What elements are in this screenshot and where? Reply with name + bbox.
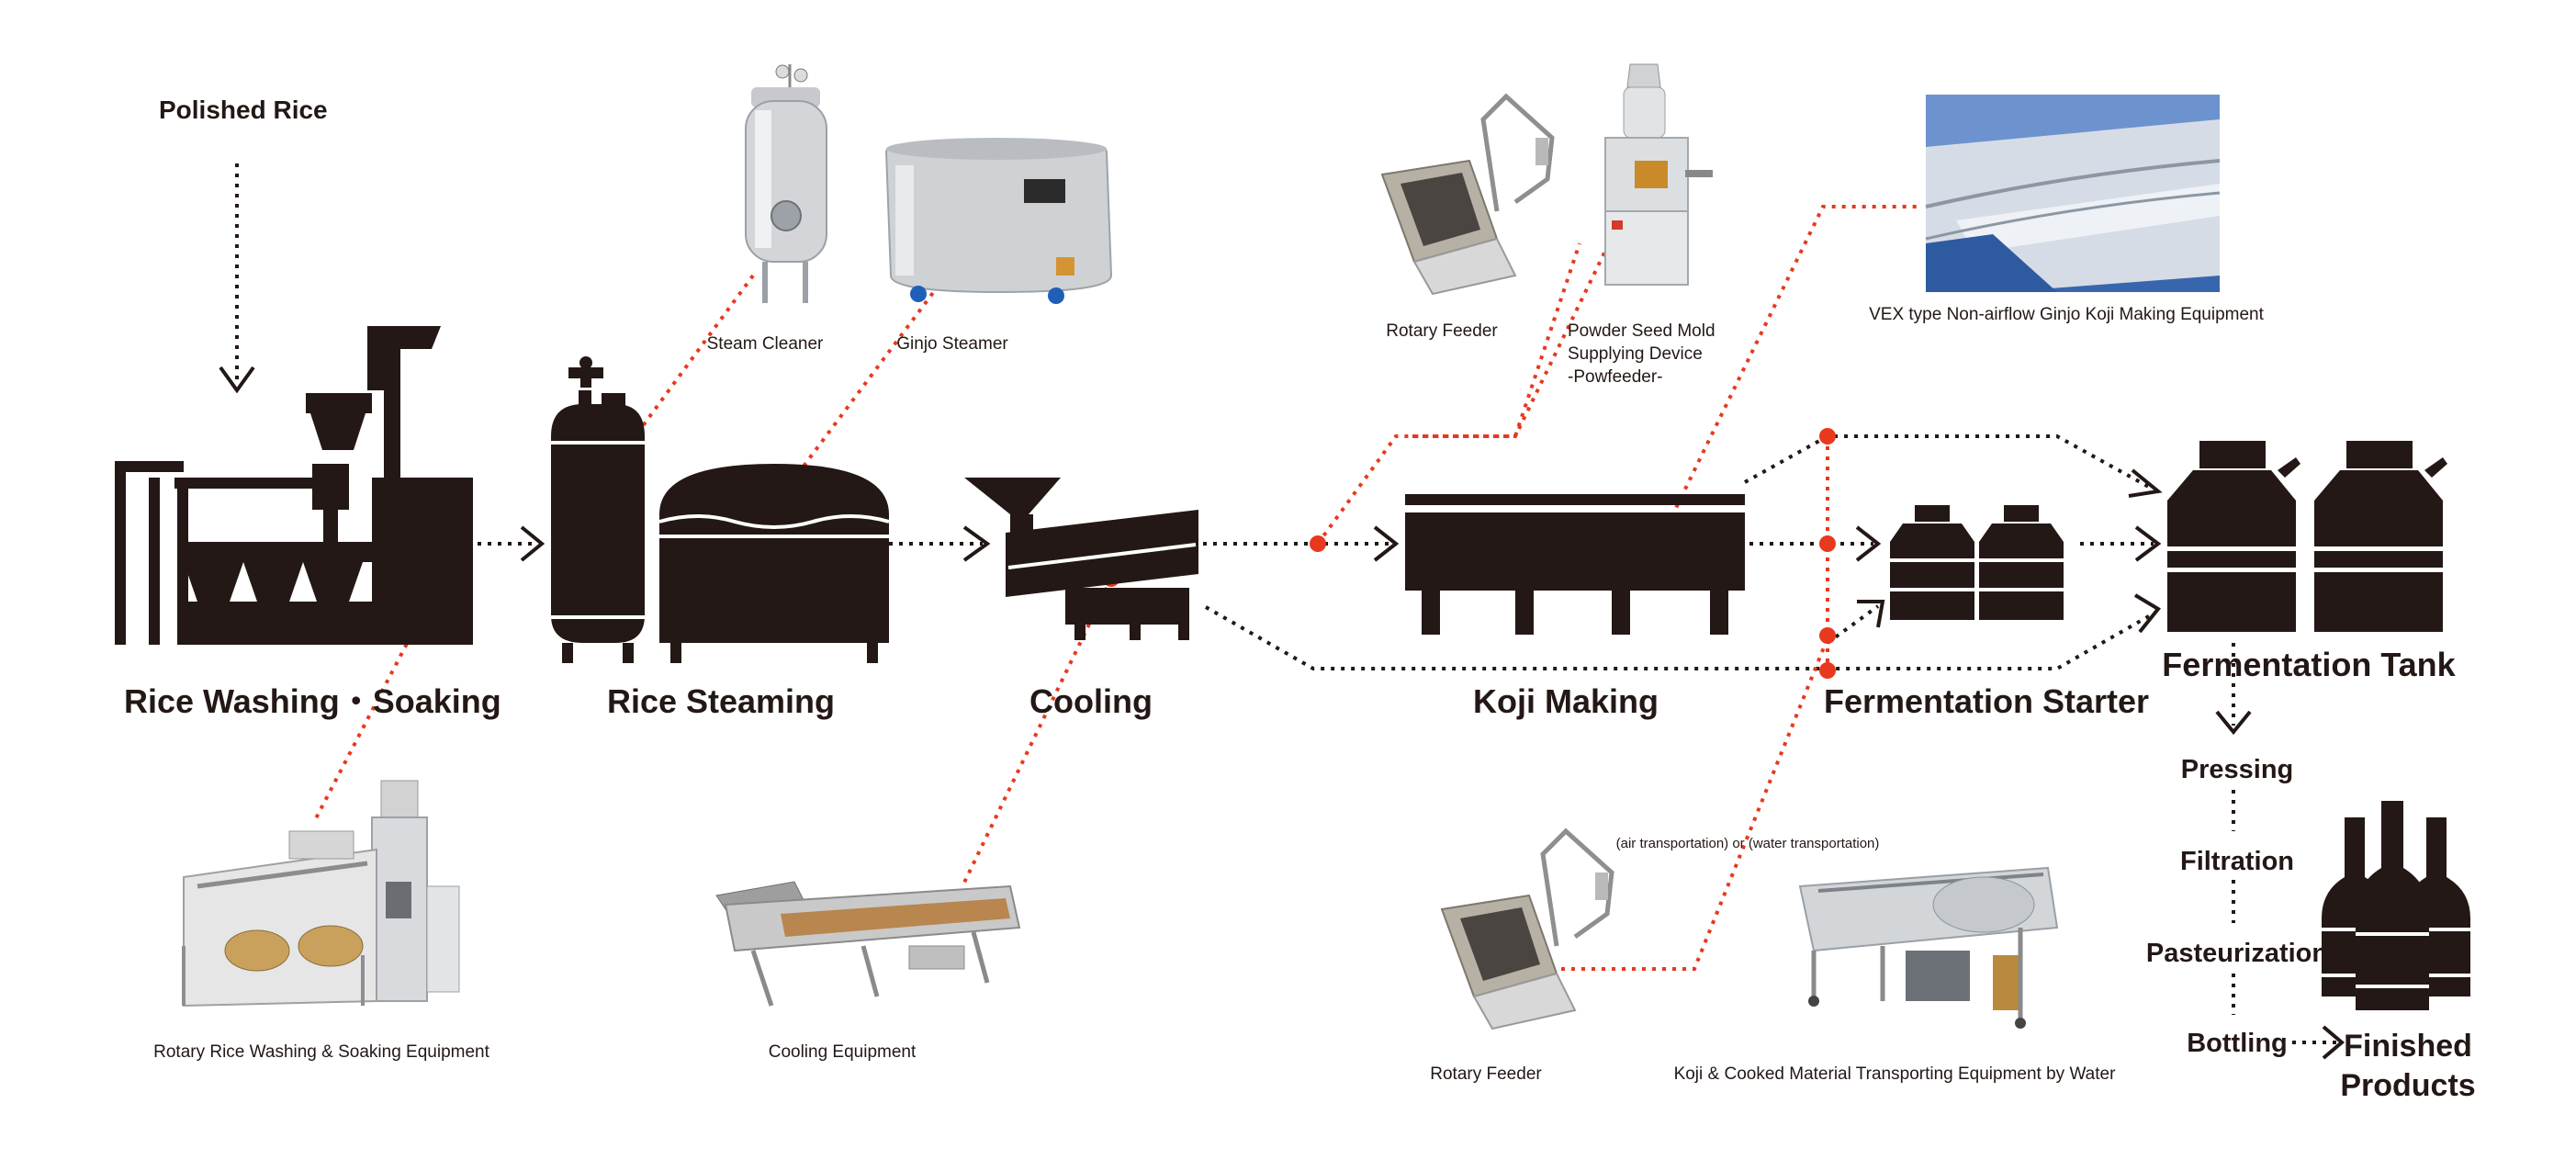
callout-cooling [961, 578, 1113, 887]
powfeeder-caption-line3: -Powfeeder- [1568, 367, 1663, 387]
callout-washing [313, 616, 422, 821]
arrow-koji-to-tank-top [1744, 434, 2154, 491]
callout-vex [1657, 205, 1919, 545]
transport-equipment-photo [1798, 866, 2059, 1029]
steam-cleaner-photo [745, 64, 827, 303]
callout-ginjo-steamer [790, 274, 948, 484]
washing-machine-icon [115, 326, 473, 645]
post-step-pressing: Pressing [2180, 755, 2294, 784]
finished-products-label-line1: Finished [2344, 1029, 2472, 1064]
stage-starter-label: Fermentation Starter [1823, 682, 2150, 720]
ginjo-steamer-photo [884, 138, 1113, 304]
washing-equipment-caption: Rotary Rice Washing & Soaking Equipment [153, 1042, 489, 1062]
fermentation-tanks-icon [2167, 441, 2447, 632]
powfeeder-caption-line1: Powder Seed Mold [1568, 321, 1715, 341]
cooling-machine-icon [964, 478, 1198, 640]
koji-bed-icon [1405, 494, 1745, 635]
finished-products-label-line2: Products [2340, 1068, 2476, 1103]
cooling-equipment-photo [715, 881, 1021, 1007]
rotary-feeder-top-caption: Rotary Feeder [1386, 321, 1498, 341]
polished-rice-label: Polished Rice [159, 96, 328, 124]
post-step-filtration: Filtration [2179, 847, 2295, 876]
sake-bottles-icon [2322, 801, 2470, 1010]
rotary-feeder-bottom-caption: Rotary Feeder [1430, 1064, 1542, 1084]
starter-tanks-icon [1890, 505, 2064, 620]
transport-note: (air transportation) or (water transport… [1615, 836, 1880, 851]
ginjo-steamer-caption: Ginjo Steamer [896, 334, 1008, 354]
post-step-bottling: Bottling [2187, 1029, 2288, 1058]
stage-washing-label: Rice Washing・Soaking [124, 682, 501, 720]
callout-transport [1561, 637, 1829, 971]
post-step-pasteurization: Pasteurization [2145, 939, 2329, 968]
stage-cooling-label: Cooling [1029, 682, 1153, 720]
washing-equipment-photo [182, 780, 460, 1008]
stage-steaming-label: Rice Steaming [606, 682, 836, 720]
rotary-feeder-photo-top [1380, 93, 1555, 296]
powfeeder-photo [1604, 63, 1713, 286]
cooling-equipment-caption: Cooling Equipment [768, 1042, 917, 1062]
transport-equipment-caption: Koji & Cooked Material Transporting Equi… [1673, 1064, 2116, 1084]
steamer-vessel-icon [551, 356, 645, 663]
stage-koji-label: Koji Making [1472, 682, 1659, 720]
steam-cleaner-caption: Steam Cleaner [706, 334, 824, 354]
flow-arrows [235, 163, 2337, 1044]
rotary-feeder-photo-bottom [1440, 828, 1614, 1030]
callout-powfeeder [1412, 242, 1611, 438]
arrow-branch-to-starter [1826, 604, 1880, 645]
powfeeder-caption-line2: Supplying Device [1568, 344, 1703, 364]
arrow-cooling-bypass [1205, 605, 2154, 670]
wide-steamer-icon [658, 464, 890, 663]
flow-arrowheads [219, 366, 2345, 1060]
stage-tank-label: Fermentation Tank [2162, 646, 2456, 683]
vex-koji-equipment-photo [1925, 95, 2221, 292]
vex-caption: VEX type Non-airflow Ginjo Koji Making E… [1869, 305, 2264, 324]
